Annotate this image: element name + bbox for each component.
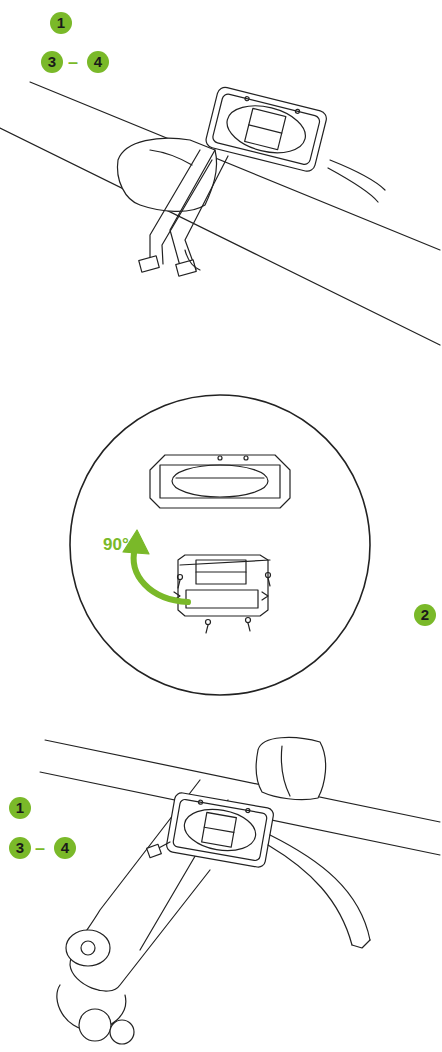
callout-number: 3 bbox=[9, 837, 31, 859]
range-dash: – bbox=[68, 51, 78, 73]
callout-number: 1 bbox=[9, 797, 31, 819]
callout-number: 4 bbox=[54, 837, 76, 859]
range-dash: – bbox=[35, 837, 45, 859]
callout-number: 2 bbox=[414, 604, 436, 626]
callout-number: 1 bbox=[50, 12, 72, 34]
callout-number: 3 bbox=[41, 51, 63, 73]
angle-label: 90° bbox=[103, 535, 129, 555]
callout-number: 4 bbox=[87, 51, 109, 73]
